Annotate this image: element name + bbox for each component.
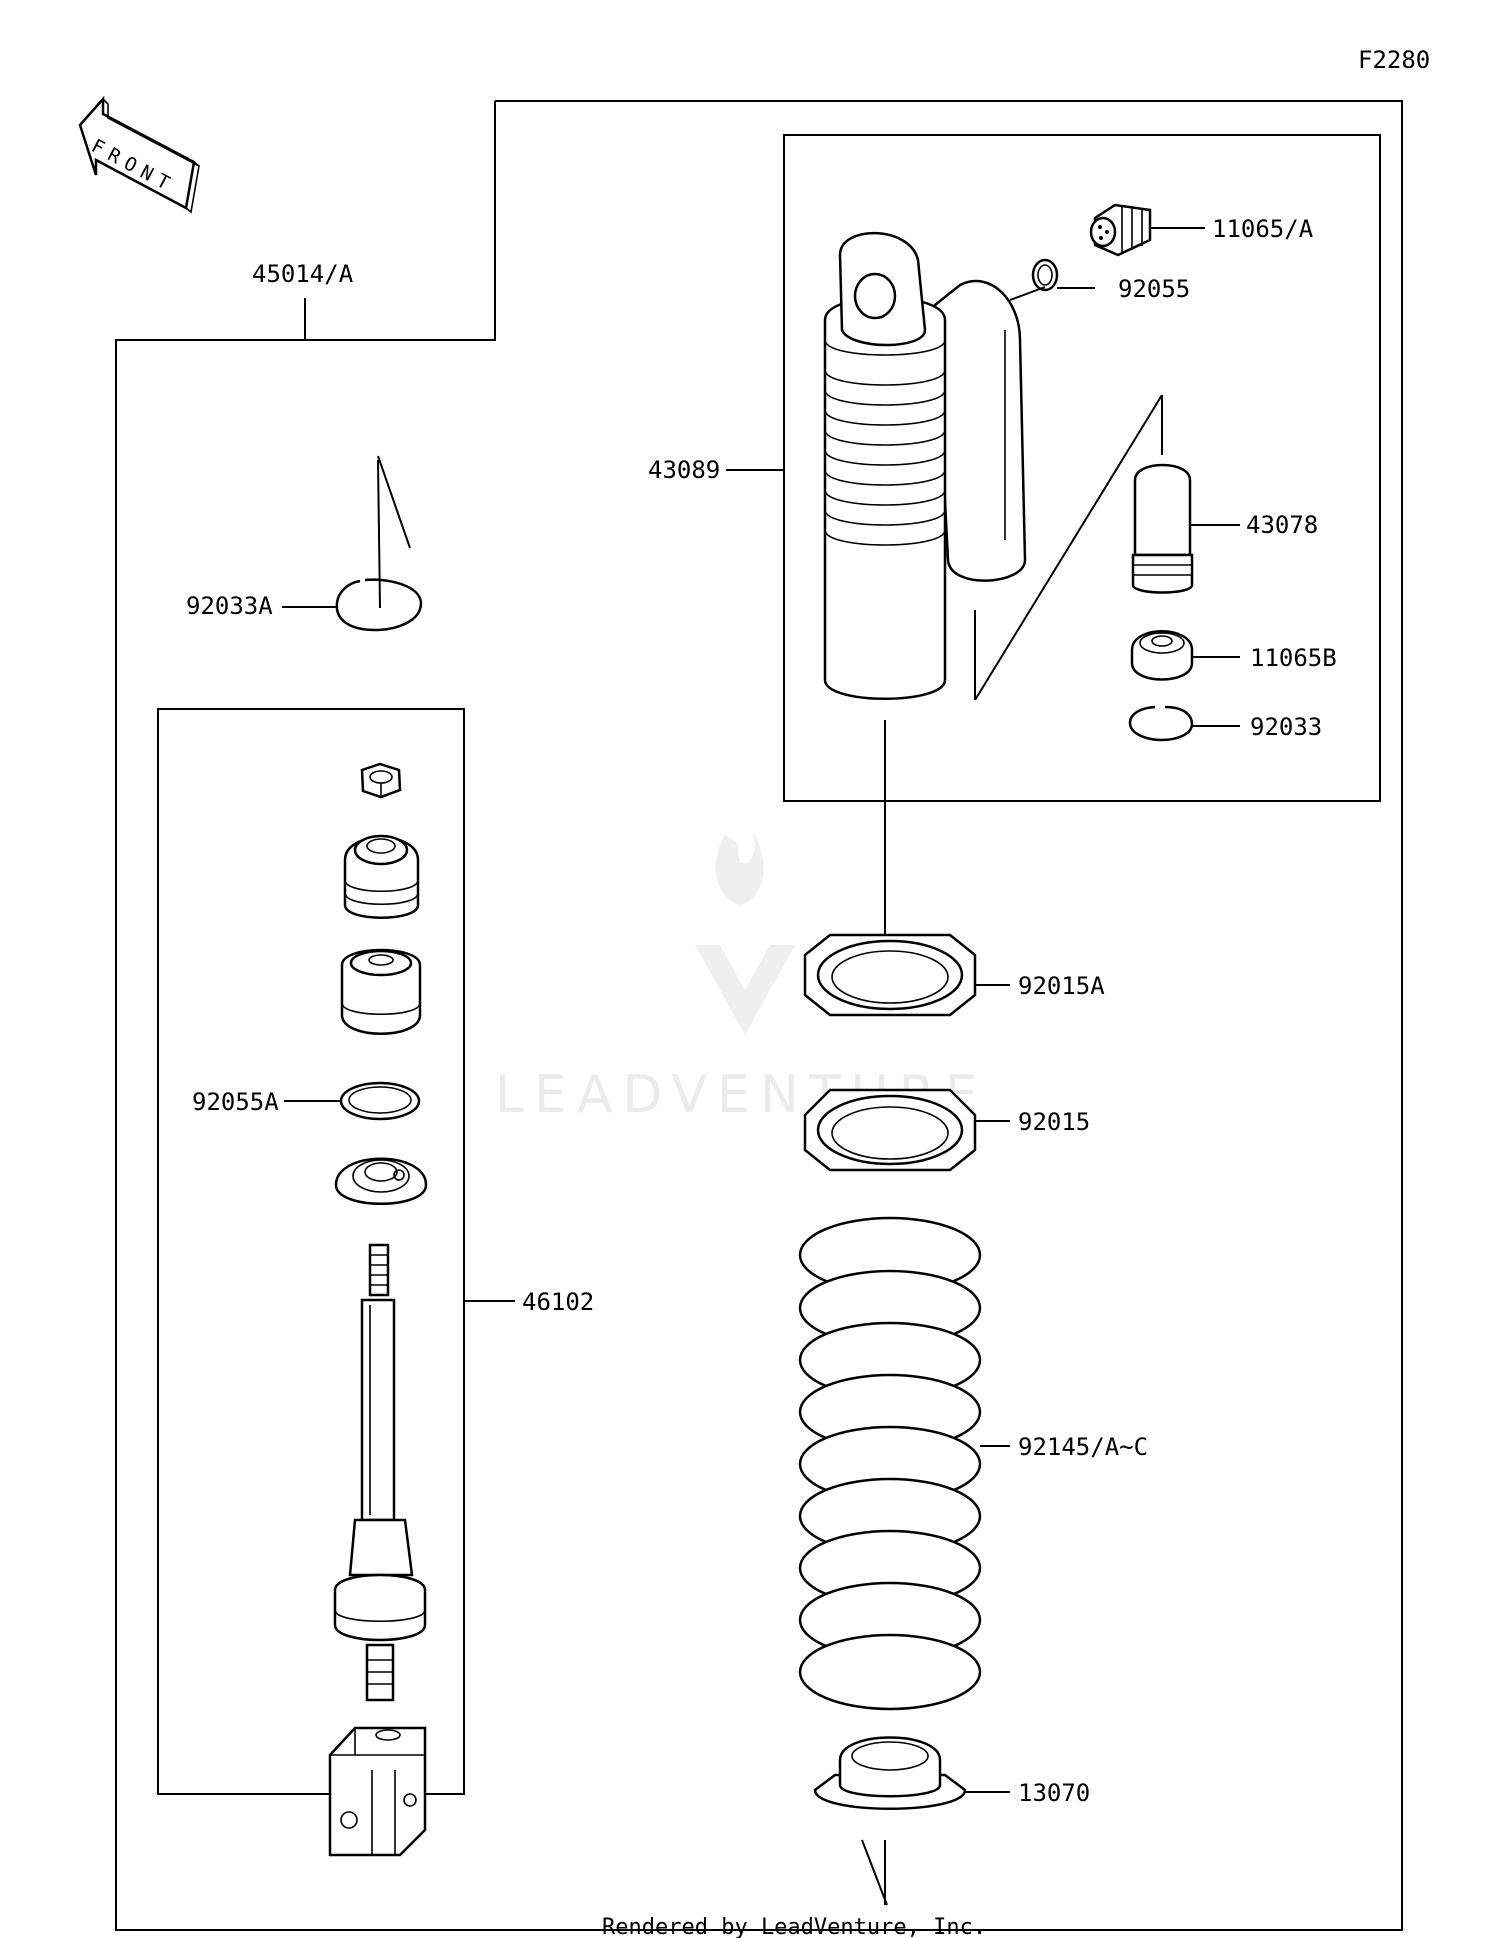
- label-92055: 92055: [1118, 275, 1190, 303]
- piston-rod-kit-box: [157, 708, 465, 1795]
- piston-icon: [340, 948, 422, 1035]
- assembly-outline: [115, 100, 1403, 1931]
- spring-guide-13070-icon: [813, 1736, 1010, 1906]
- label-92015: 92015: [1018, 1108, 1090, 1136]
- spring-92145-icon: [798, 1216, 1010, 1711]
- circlip-92033: [1128, 705, 1240, 742]
- label-11065B: 11065B: [1250, 644, 1337, 672]
- seal-head-icon: [343, 834, 420, 919]
- bladder-43078-icon: [1131, 395, 1240, 594]
- label-45014: 45014/A: [252, 260, 354, 288]
- nut-icon: [360, 762, 402, 799]
- label-92033: 92033: [1250, 713, 1322, 741]
- o-ring-92055A: [284, 1081, 421, 1121]
- label-92055A: 92055A: [192, 1088, 279, 1116]
- cap-11065B-icon: [1130, 630, 1240, 681]
- label-92033A: 92033A: [186, 592, 273, 620]
- circlip-92033A: [282, 455, 423, 632]
- valve-11065A-icon: [1089, 203, 1205, 257]
- footer-text: Rendered by LeadVenture, Inc.: [602, 1915, 986, 1938]
- label-43078: 43078: [1246, 511, 1318, 539]
- label-43089: 43089: [648, 456, 720, 484]
- label-13070: 13070: [1018, 1779, 1090, 1807]
- adjuster-nut-92015-icon: [803, 1088, 1010, 1172]
- lock-nut-92015A-icon: [803, 933, 1010, 1017]
- rebound-plate-icon: [334, 1157, 428, 1205]
- o-ring-92055: [1009, 258, 1095, 301]
- diagram-code: F2280: [1358, 46, 1430, 74]
- label-11065A: 11065/A: [1212, 215, 1314, 243]
- label-92145: 92145/A~C: [1018, 1433, 1148, 1461]
- label-92015A: 92015A: [1018, 972, 1105, 1000]
- piston-rod-icon: [333, 1243, 427, 1702]
- front-arrow-icon: FRONT: [78, 95, 200, 214]
- shock-body-icon: [823, 231, 1027, 700]
- clevis-icon: [328, 1726, 427, 1857]
- shock-body-box: [783, 134, 1381, 802]
- label-46102: 46102: [522, 1288, 594, 1316]
